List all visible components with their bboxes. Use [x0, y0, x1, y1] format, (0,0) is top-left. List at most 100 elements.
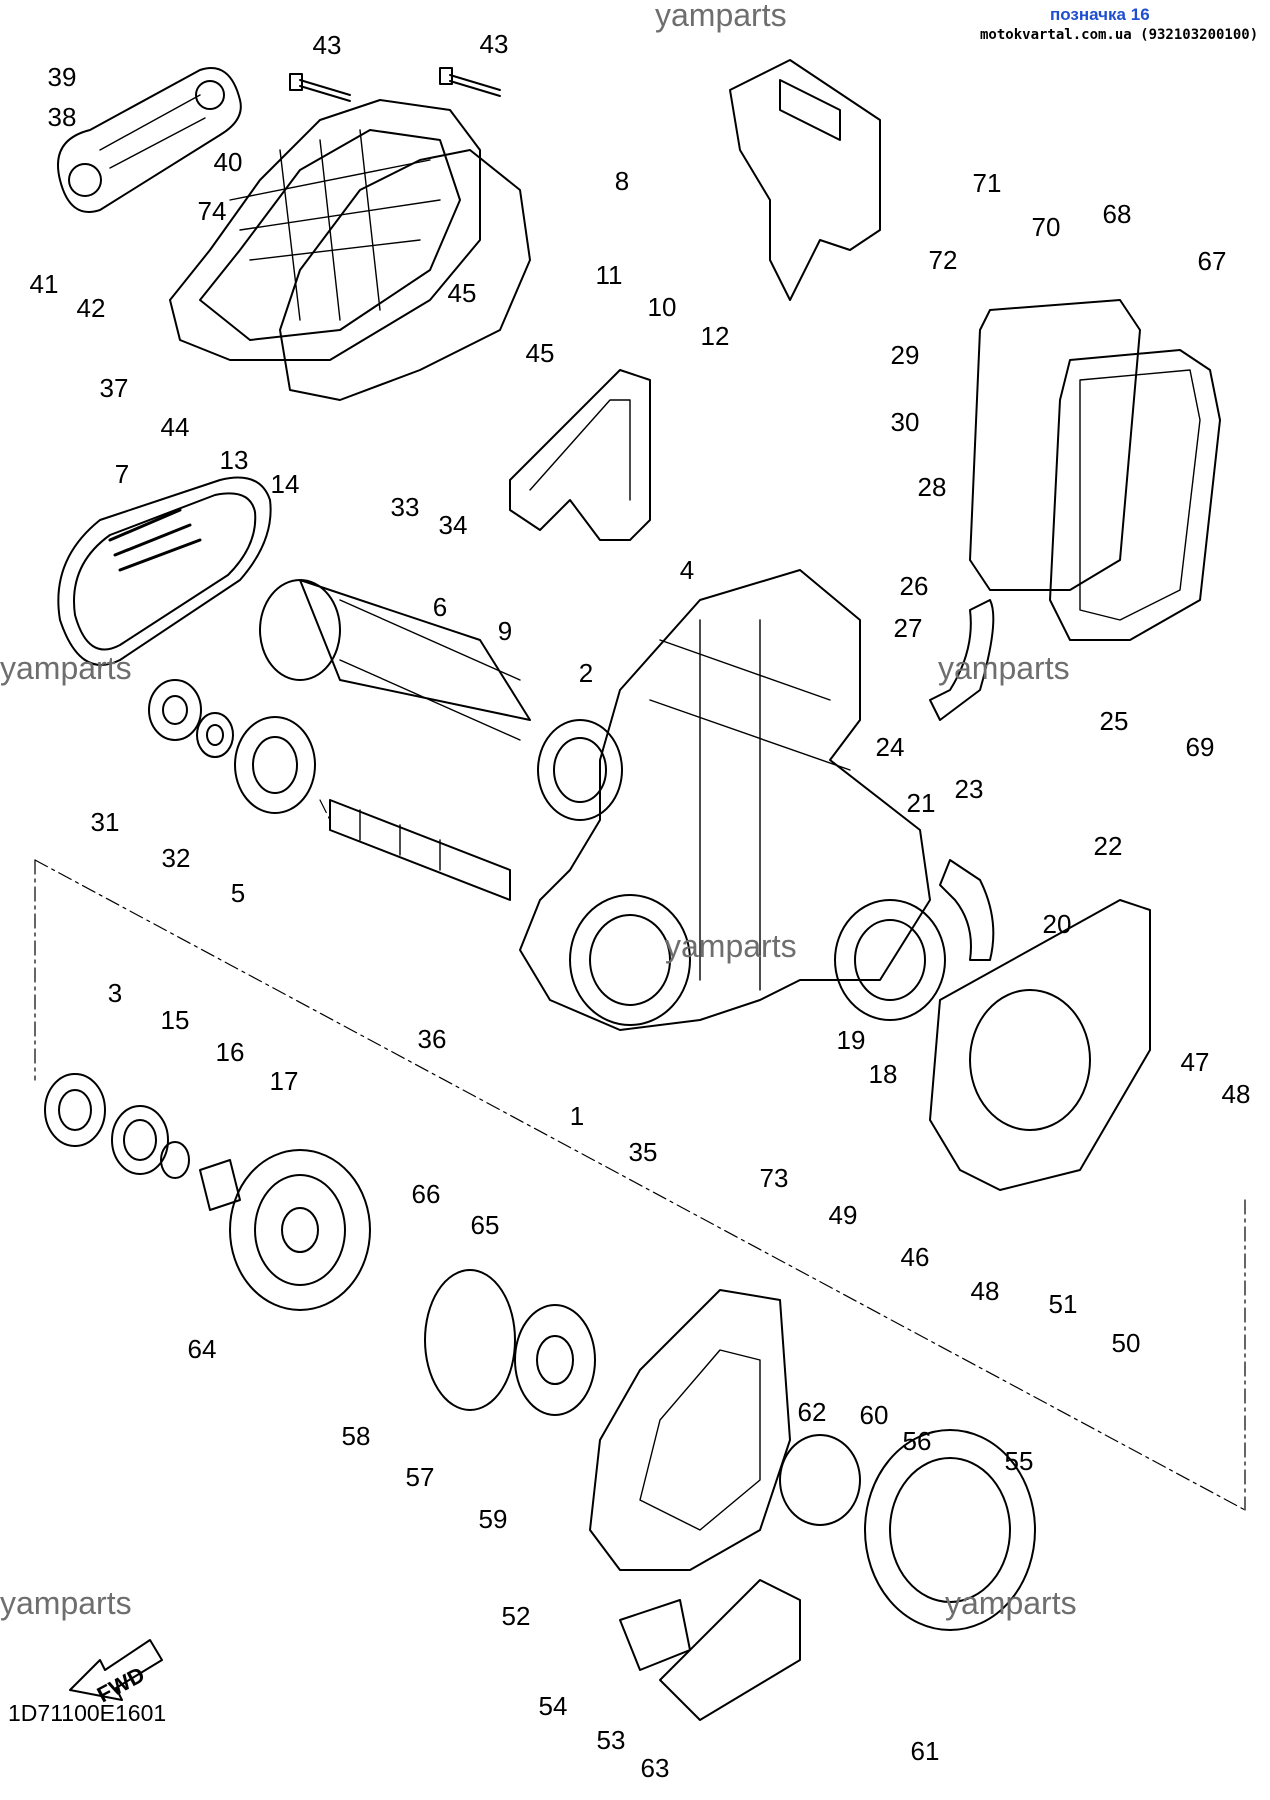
- part-label-11: 11: [595, 260, 623, 290]
- part-label-72: 72: [928, 245, 958, 275]
- shaft-6: [259, 579, 531, 741]
- part-label-8: 8: [614, 166, 630, 196]
- bracket-10: [509, 369, 651, 541]
- cover-55: [864, 1429, 1036, 1631]
- hose-23: [929, 599, 995, 721]
- part-label-50: 50: [1111, 1328, 1141, 1358]
- watermark: yamparts: [945, 1585, 1077, 1621]
- belt-guard-38: [57, 67, 242, 213]
- part-label-37: 37: [99, 373, 129, 403]
- part-label-68: 68: [1102, 199, 1132, 229]
- part-label-29: 29: [890, 340, 920, 370]
- gasket-68: [969, 299, 1141, 591]
- part-label-3: 3: [107, 978, 123, 1008]
- part-label-27: 27: [893, 613, 923, 643]
- gasket-8: [279, 149, 531, 401]
- part-label-17: 17: [269, 1066, 299, 1096]
- part-label-43b: 43: [479, 29, 509, 59]
- part-label-63: 63: [640, 1753, 670, 1783]
- part-label-70: 70: [1031, 212, 1061, 242]
- part-label-28: 28: [917, 472, 947, 502]
- part-label-20: 20: [1042, 909, 1072, 939]
- part-label-59: 59: [478, 1504, 508, 1534]
- ring-16: [160, 1141, 190, 1179]
- part-label-48b: 48: [970, 1276, 1000, 1306]
- part-label-61: 61: [910, 1736, 940, 1766]
- part-label-53: 53: [596, 1725, 626, 1755]
- hose-20: [939, 859, 995, 961]
- part-label-54: 54: [538, 1691, 568, 1721]
- part-label-4: 4: [679, 555, 695, 585]
- part-label-25: 25: [1099, 706, 1129, 736]
- diagram-code: 1D71100E1601: [8, 1700, 167, 1726]
- bearing-2: [537, 719, 623, 821]
- nut-31: [148, 679, 202, 741]
- plate-57: [424, 1269, 516, 1411]
- part-label-33: 33: [390, 492, 420, 522]
- part-label-2: 2: [578, 658, 594, 688]
- part-label-7: 7: [114, 459, 130, 489]
- part-label-44: 44: [160, 412, 190, 442]
- watermark: yamparts: [655, 0, 787, 33]
- part-label-73: 73: [759, 1163, 789, 1193]
- part-label-13: 13: [219, 445, 249, 475]
- shaft-secondary: [329, 799, 511, 901]
- part-label-41: 41: [29, 269, 59, 299]
- part-label-51: 51: [1048, 1289, 1078, 1319]
- part-label-40: 40: [213, 147, 243, 177]
- part-label-35: 35: [628, 1137, 658, 1167]
- part-label-60: 60: [859, 1400, 889, 1430]
- leader-lines: [34, 799, 1246, 1511]
- part-label-21: 21: [906, 788, 936, 818]
- part-label-71: 71: [972, 168, 1002, 198]
- bearing-5: [234, 716, 316, 814]
- part-label-10: 10: [647, 292, 677, 322]
- part-label-64: 64: [187, 1334, 217, 1364]
- watermark: yamparts: [0, 1585, 132, 1621]
- watermark: yamparts: [0, 650, 132, 686]
- part-label-47: 47: [1180, 1047, 1210, 1077]
- heat-shield-71: [729, 59, 881, 301]
- part-label-49: 49: [828, 1200, 858, 1230]
- part-label-65: 65: [470, 1210, 500, 1240]
- part-label-46: 46: [900, 1242, 930, 1272]
- part-label-42: 42: [76, 293, 106, 323]
- part-label-26: 26: [899, 571, 929, 601]
- crankcase-1: [519, 569, 946, 1031]
- part-label-56: 56: [902, 1426, 932, 1456]
- belt-7: [57, 476, 272, 666]
- guard-53: [659, 1579, 801, 1721]
- part-label-18: 18: [868, 1059, 898, 1089]
- part-label-34: 34: [438, 510, 468, 540]
- part-label-57: 57: [405, 1462, 435, 1492]
- part-label-32: 32: [161, 843, 191, 873]
- part-label-45b: 45: [525, 338, 555, 368]
- pulley-64: [229, 1149, 371, 1311]
- page-header-site: motokvartal.com.ua (932103200100): [980, 27, 1259, 43]
- part-label-58: 58: [341, 1421, 371, 1451]
- part-label-14: 14: [270, 469, 300, 499]
- part-label-39: 39: [47, 62, 77, 92]
- collar-17: [199, 1159, 241, 1211]
- cap-56: [779, 1434, 861, 1526]
- part-label-15: 15: [160, 1005, 190, 1035]
- seal-15: [111, 1105, 169, 1175]
- part-label-38: 38: [47, 102, 77, 132]
- part-label-5: 5: [230, 878, 246, 908]
- part-label-16: 16: [215, 1037, 245, 1067]
- part-label-36: 36: [417, 1024, 447, 1054]
- part-label-1: 1: [569, 1101, 585, 1131]
- watermark: yamparts: [665, 928, 797, 964]
- cover-46: [929, 899, 1151, 1191]
- part-label-6: 6: [432, 592, 448, 622]
- bearing-3: [44, 1073, 106, 1147]
- part-label-74: 74: [197, 196, 227, 226]
- part-label-12: 12: [700, 321, 730, 351]
- part-label-69: 69: [1185, 732, 1215, 762]
- washer-32: [196, 712, 234, 758]
- part-label-9: 9: [497, 616, 513, 646]
- part-label-66: 66: [411, 1179, 441, 1209]
- bolts-43: [289, 67, 501, 102]
- part-label-19: 19: [836, 1025, 866, 1055]
